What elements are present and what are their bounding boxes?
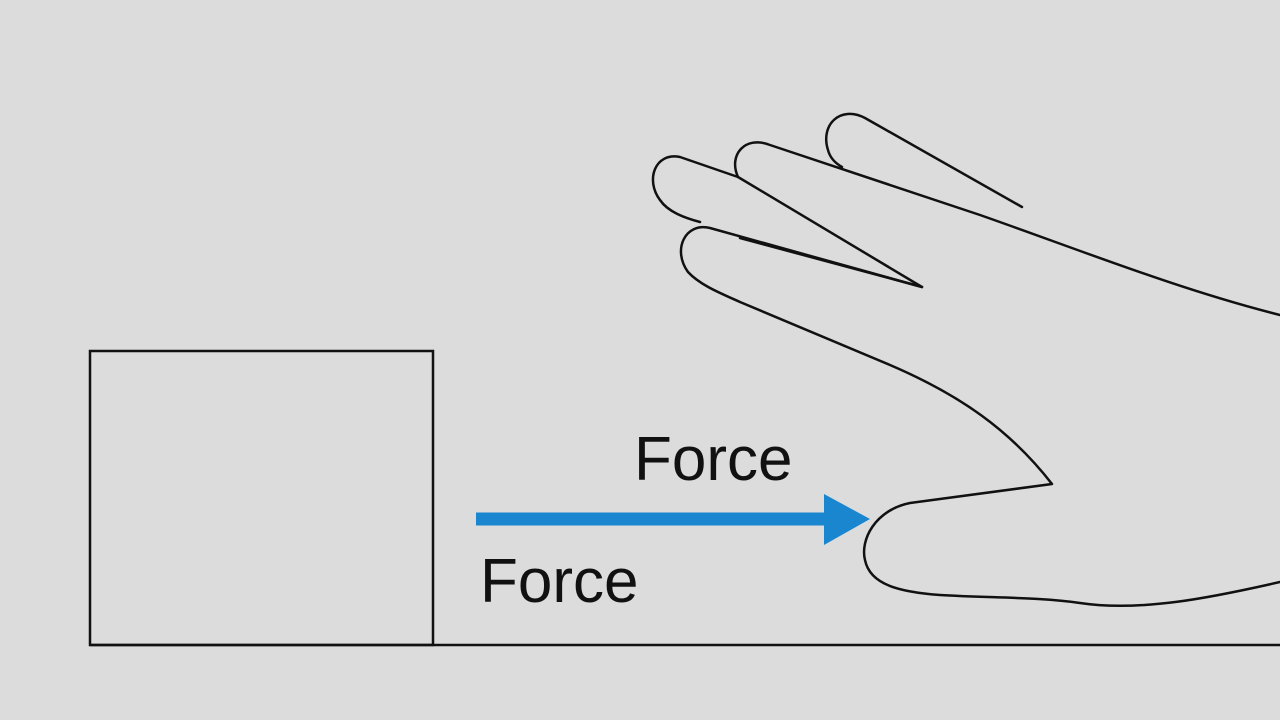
hand-finger-lower xyxy=(679,225,1280,608)
force-label-lower: Force xyxy=(480,547,638,616)
hand-top-outline xyxy=(733,141,1280,317)
hand-finger-top xyxy=(825,112,1024,209)
force-arrow-head xyxy=(824,494,870,545)
hand-icon xyxy=(651,112,1280,608)
force-arrow xyxy=(476,494,870,545)
force-label-upper: Force xyxy=(634,425,792,494)
block-box xyxy=(88,349,435,647)
hand-finger-middle xyxy=(651,155,740,224)
